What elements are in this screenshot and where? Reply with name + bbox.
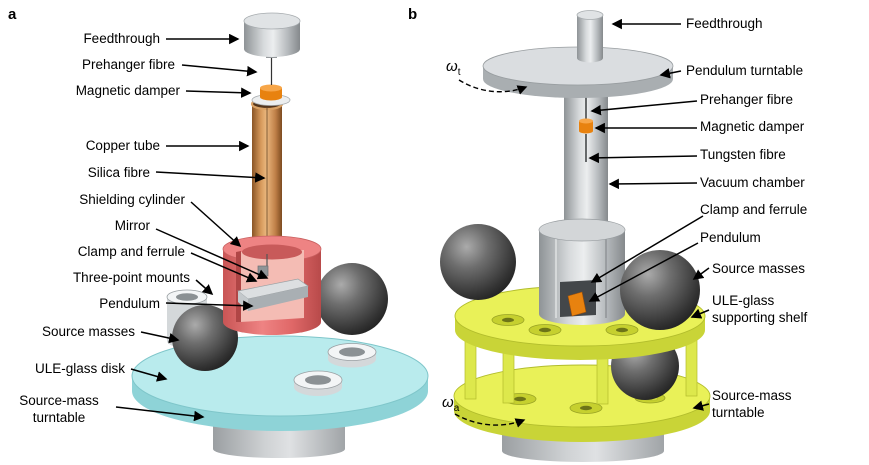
arrow-b-sources	[692, 267, 710, 280]
label-a-three-point-mounts: Three-point mounts	[72, 270, 190, 285]
arrow-b-sm-turntable	[692, 400, 710, 411]
label-a-feedthrough: Feedthrough	[83, 31, 160, 46]
omega-a-subscript: a	[453, 403, 460, 414]
label-b-pendulum-turntable: Pendulum turntable	[686, 63, 804, 78]
omega-a-symbol: ω	[442, 394, 454, 411]
label-b-clamp-and-ferrule: Clamp and ferrule	[700, 202, 808, 217]
label-a-prehanger-fibre: Prehanger fibre	[81, 57, 175, 72]
label-b-tungsten-fibre: Tungsten fibre	[700, 147, 786, 162]
arrow-b-vacuum	[608, 178, 698, 190]
arrow-b-tungsten	[588, 152, 698, 164]
arrow-b-prehanger	[590, 100, 698, 116]
omega-a-rotation-arrow	[454, 413, 526, 428]
omega-turntable-label: ωt	[446, 58, 460, 78]
panel-b-tag: b	[408, 6, 418, 23]
label-a-mirror: Mirror	[114, 218, 150, 233]
omega-t-symbol: ω	[446, 58, 458, 75]
copper-tube-shape	[250, 97, 284, 248]
shielding-cylinder-shape	[222, 235, 322, 335]
source-masses-a-shape	[172, 263, 388, 371]
arrow-a-clamp	[190, 252, 258, 283]
panel-a-tag: a	[8, 6, 17, 23]
rotation-arrows	[454, 79, 528, 428]
omega-t-rotation-arrow	[458, 79, 528, 95]
label-a-shielding-cylinder: Shielding cylinder	[79, 192, 185, 207]
pendulum-turntable-shape	[482, 46, 674, 98]
label-a-pendulum: Pendulum	[99, 296, 160, 311]
label-b-ule-glass-supporting-shelf: ULE-glass supporting shelf	[712, 293, 808, 325]
label-a-copper-tube: Copper tube	[85, 138, 160, 153]
label-a-source-mass-turntable: Source-mass turntable	[19, 393, 99, 425]
arrow-b-turntable	[659, 68, 682, 79]
three-point-mounts-shape	[166, 289, 377, 396]
pendulum-b-shape	[567, 291, 587, 317]
label-b-feedthrough: Feedthrough	[686, 16, 763, 31]
apparatus-a	[131, 12, 429, 458]
arrow-a-sources	[140, 331, 180, 344]
label-b-source-mass-turntable: Source-mass turntable	[712, 388, 792, 420]
arrow-a-mirror	[155, 228, 269, 280]
arrow-a-silica	[155, 171, 266, 183]
magnetic-damper-a-shape	[251, 84, 291, 106]
arrow-b-shelf	[690, 308, 710, 319]
omega-t-subscript: t	[457, 67, 461, 78]
arrow-b-pendulum	[588, 242, 699, 302]
arrow-b-clamp	[590, 215, 704, 283]
label-b-pendulum: Pendulum	[700, 230, 761, 245]
omega-attractor-label: ωa	[442, 394, 459, 414]
mirror-shape	[248, 286, 308, 311]
label-a-silica-fibre: Silica fibre	[87, 165, 150, 180]
arrow-a-prehanger	[181, 64, 258, 77]
arrow-a-damper	[185, 87, 252, 98]
magnetic-damper-b-shape	[579, 118, 593, 134]
vacuum-chamber-lower-shape	[538, 218, 626, 325]
feedthrough-b-shape	[576, 10, 604, 63]
label-a-clamp-and-ferrule: Clamp and ferrule	[77, 244, 185, 259]
label-b-source-masses: Source masses	[712, 261, 806, 276]
label-b-magnetic-damper: Magnetic damper	[700, 119, 805, 134]
arrow-a-turntable	[115, 406, 205, 422]
arrow-a-pendulum	[165, 300, 254, 311]
apparatus-b	[440, 10, 711, 462]
source-masses-b-shape	[440, 224, 700, 330]
label-a-magnetic-damper: Magnetic damper	[75, 83, 180, 98]
annotation-arrows-b	[588, 18, 710, 411]
label-a-ule-glass-disk: ULE-glass disk	[34, 361, 125, 376]
feedthrough-a-shape	[243, 12, 301, 58]
arrow-a-mounts	[195, 279, 214, 296]
arrow-a-shielding	[190, 201, 242, 248]
label-b-prehanger-fibre: Prehanger fibre	[700, 92, 794, 107]
label-b-vacuum-chamber: Vacuum chamber	[700, 175, 805, 190]
label-a-source-masses: Source masses	[41, 324, 135, 339]
annotation-arrows-a	[115, 33, 269, 422]
arrow-a-disk	[130, 368, 168, 382]
